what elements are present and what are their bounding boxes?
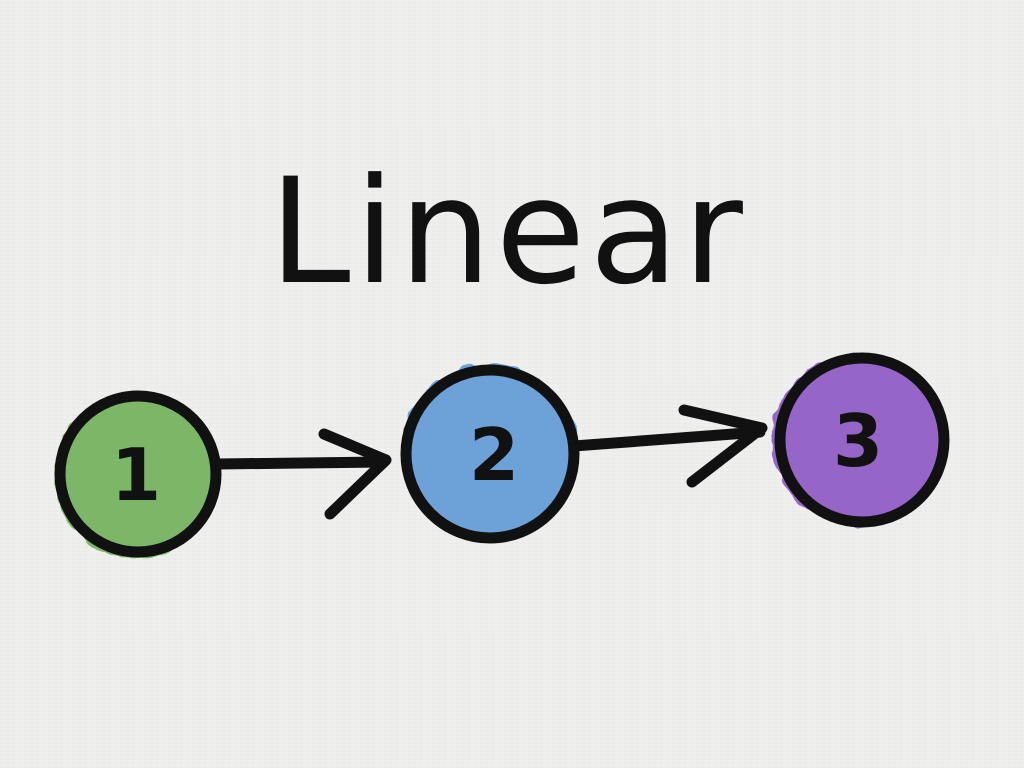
arrow-1-to-2-head: [318, 428, 392, 520]
node-1: 1: [54, 390, 222, 558]
node-1-outline: [54, 390, 222, 558]
node-3-outline: [774, 352, 950, 528]
node-3-fill: [772, 354, 944, 526]
node-2-fill: [402, 364, 578, 540]
arrow-1-to-2: [212, 428, 392, 520]
arrow-2-to-3-head: [678, 404, 768, 488]
node-3-label: 3: [833, 399, 883, 483]
arrow-1-to-2-shaft: [212, 456, 390, 470]
node-2-outline: [400, 364, 580, 544]
node-2-label: 2: [469, 413, 519, 497]
node-2: 2: [400, 364, 580, 544]
diagram-title: Linear: [269, 147, 747, 317]
node-1-label: 1: [111, 433, 161, 517]
node-3: 3: [772, 352, 950, 528]
node-1-fill: [54, 394, 218, 558]
arrow-2-to-3: [568, 404, 768, 488]
arrow-2-to-3-shaft: [568, 426, 766, 452]
